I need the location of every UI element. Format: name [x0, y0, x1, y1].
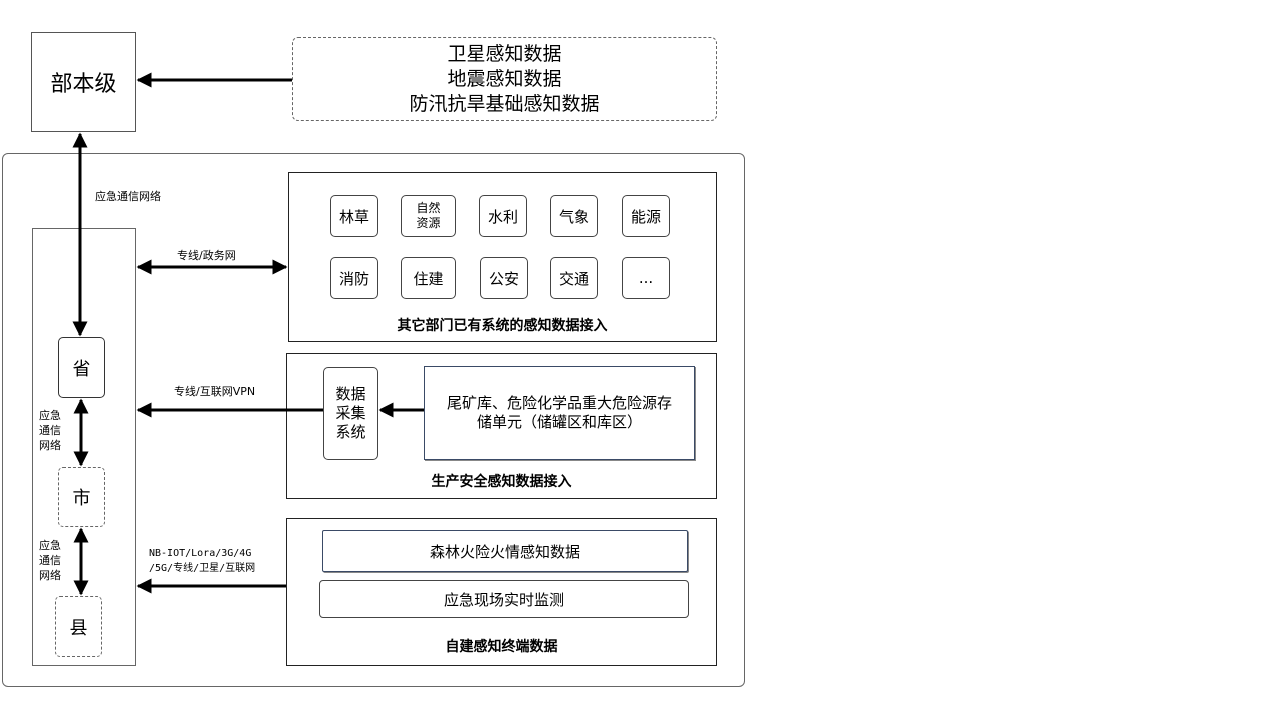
dept-tile-more[interactable]: ...: [622, 257, 670, 299]
city-node[interactable]: 市: [58, 467, 105, 527]
city-label: 市: [72, 488, 91, 509]
forest-fire-data-box[interactable]: 森林火险火情感知数据: [322, 530, 688, 572]
production-safety-title: 生产安全感知数据接入: [431, 474, 572, 490]
data-collection-system[interactable]: 数据 采集 系统: [323, 367, 378, 460]
dept-tile-energy[interactable]: 能源: [622, 195, 670, 237]
external-source-seismic: 地震感知数据: [447, 68, 562, 90]
external-sources-box[interactable]: 卫星感知数据 地震感知数据 防汛抗旱基础感知数据: [292, 37, 717, 121]
dept-tile-public-security[interactable]: 公安: [480, 257, 528, 299]
other-departments-section: [288, 172, 717, 342]
dept-tile-meteorology[interactable]: 气象: [550, 195, 598, 237]
link-label-self-built: NB-IOT/Lora/3G/4G /5G/专线/卫星/互联网: [149, 548, 256, 574]
dept-tile-transport[interactable]: 交通: [550, 257, 598, 299]
other-departments-title: 其它部门已有系统的感知数据接入: [397, 318, 608, 334]
external-source-satellite: 卫星感知数据: [447, 43, 562, 65]
self-built-title: 自建感知终端数据: [445, 639, 558, 655]
link-label-city-county: 应急 通信 网络: [39, 539, 61, 582]
external-source-flood-drought: 防汛抗旱基础感知数据: [409, 93, 600, 115]
outer-container: [2, 153, 745, 687]
production-safety-section: [286, 353, 717, 499]
county-node[interactable]: 县: [55, 596, 102, 657]
link-label-production-safety: 专线/互联网VPN: [174, 385, 256, 398]
county-label: 县: [69, 617, 88, 639]
emergency-site-monitoring-box[interactable]: 应急现场实时监测: [319, 580, 689, 618]
self-built-section: [286, 518, 717, 666]
province-node[interactable]: 省: [58, 337, 105, 398]
link-label-ministry: 应急通信网络: [95, 190, 161, 203]
dept-tile-fire[interactable]: 消防: [330, 257, 378, 299]
province-label: 省: [72, 358, 91, 380]
ministry-label: 部本级: [50, 72, 117, 97]
dept-tile-forestry[interactable]: 林草: [330, 195, 378, 237]
ministry-node[interactable]: 部本级: [31, 32, 136, 132]
link-label-province-city: 应急 通信 网络: [39, 409, 61, 452]
dept-tile-natural-resources[interactable]: 自然 资源: [401, 195, 456, 237]
dept-tile-water[interactable]: 水利: [479, 195, 527, 237]
dept-tile-housing[interactable]: 住建: [401, 257, 456, 299]
hazard-source-box[interactable]: 尾矿库、危险化学品重大危险源存 储单元（储罐区和库区）: [424, 366, 695, 460]
link-label-other-departments: 专线/政务网: [177, 249, 236, 262]
